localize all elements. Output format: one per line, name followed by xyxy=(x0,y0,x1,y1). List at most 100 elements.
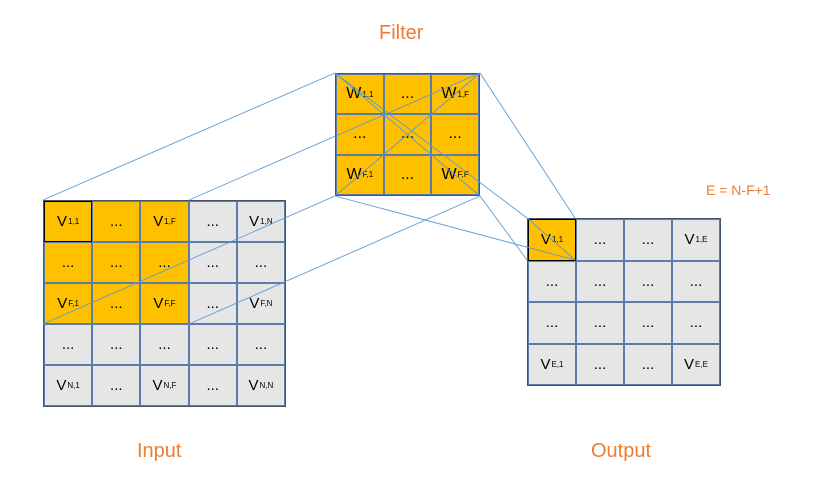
output-cell: ... xyxy=(672,260,720,302)
output-cell: ... xyxy=(624,219,672,261)
cell-symbol: W xyxy=(441,85,457,103)
cell-subscript: N,N xyxy=(259,381,274,390)
filter-cell: ... xyxy=(336,114,384,155)
cell-symbol: ... xyxy=(110,295,123,312)
cell-symbol: V xyxy=(684,355,695,373)
input-cell: ... xyxy=(188,283,237,324)
input-cell: ... xyxy=(44,242,93,283)
cell-symbol: ... xyxy=(353,125,367,143)
cell-symbol: ... xyxy=(61,254,75,271)
output-cell: ... xyxy=(528,302,576,344)
filter-cell: ... xyxy=(383,74,432,115)
cell-subscript: 1,E xyxy=(695,235,708,245)
input-cell: ... xyxy=(188,365,237,406)
cell-symbol: V xyxy=(56,377,67,394)
cell-symbol: ... xyxy=(545,314,559,332)
output-cell: ... xyxy=(576,260,624,302)
cell-subscript: F,N xyxy=(260,299,273,308)
cell-symbol: ... xyxy=(641,272,655,290)
output-caption: Output xyxy=(591,440,652,462)
input-cell: ... xyxy=(140,324,189,365)
cell-symbol: ... xyxy=(641,231,655,249)
cell-symbol: ... xyxy=(400,125,415,143)
cell-symbol: V xyxy=(153,213,164,230)
connector-line xyxy=(479,195,528,261)
cell-symbol: V xyxy=(248,377,259,394)
cell-symbol: ... xyxy=(110,254,123,271)
input-cell: ... xyxy=(188,242,237,283)
cell-symbol: ... xyxy=(110,377,123,394)
output-cell: ... xyxy=(576,343,624,385)
cell-subscript: 1,N xyxy=(260,217,273,226)
cell-subscript: N,F xyxy=(163,381,177,390)
input-cell: ... xyxy=(92,283,141,324)
cell-symbol: ... xyxy=(206,377,219,394)
input-cell: ... xyxy=(92,365,141,406)
output-cell: ... xyxy=(624,302,672,344)
cell-symbol: V xyxy=(152,377,163,394)
input-cell: ... xyxy=(92,242,141,283)
output-cell: ... xyxy=(672,302,720,344)
cell-symbol: ... xyxy=(448,125,462,143)
connector-line xyxy=(42,72,336,201)
input-cell: ... xyxy=(44,324,93,365)
cell-subscript: F,F xyxy=(164,299,176,308)
cell-symbol: ... xyxy=(400,165,415,183)
cell-subscript: F,F xyxy=(457,170,469,180)
cell-symbol: ... xyxy=(110,336,123,353)
cell-subscript: 1,F xyxy=(164,217,176,226)
cell-symbol: ... xyxy=(61,336,75,353)
cell-subscript: 1,1 xyxy=(551,235,564,245)
input-cell: ... xyxy=(92,324,141,365)
cell-symbol: ... xyxy=(206,295,219,312)
cell-subscript: 1,F xyxy=(457,89,469,99)
cell-symbol: ... xyxy=(545,272,559,290)
cell-symbol: W xyxy=(441,165,457,183)
cell-subscript: E,E xyxy=(695,359,708,369)
cell-symbol: ... xyxy=(110,213,123,230)
cell-symbol: V xyxy=(153,295,164,312)
output-cell: ... xyxy=(624,260,672,302)
cell-symbol: W xyxy=(346,85,362,103)
cell-subscript: F,1 xyxy=(68,299,79,308)
cell-symbol: ... xyxy=(593,272,607,290)
cell-symbol: ... xyxy=(254,254,268,271)
cell-subscript: N,1 xyxy=(67,381,80,390)
size-formula: E = N-F+1 xyxy=(706,182,771,198)
cell-subscript: F,1 xyxy=(362,170,374,180)
cell-symbol: ... xyxy=(593,355,607,373)
input-cell: ... xyxy=(236,324,285,365)
cell-symbol: V xyxy=(684,231,695,249)
filter-cell: ... xyxy=(383,154,432,195)
input-cell: ... xyxy=(236,242,285,283)
cell-symbol: V xyxy=(249,295,260,312)
cell-symbol: V xyxy=(540,231,551,249)
input-cell: ... xyxy=(188,201,237,242)
cell-symbol: ... xyxy=(206,336,219,353)
cell-symbol: ... xyxy=(689,314,703,332)
cell-subscript: 1,1 xyxy=(362,89,374,99)
output-cell: ... xyxy=(576,219,624,261)
cell-subscript: E,1 xyxy=(551,359,564,369)
filter-cell: ... xyxy=(383,114,432,155)
filter-cell: ... xyxy=(431,114,479,155)
output-cell: ... xyxy=(528,260,576,302)
cell-symbol: ... xyxy=(206,213,219,230)
cell-symbol: V xyxy=(57,213,68,230)
cell-symbol: ... xyxy=(206,254,219,271)
